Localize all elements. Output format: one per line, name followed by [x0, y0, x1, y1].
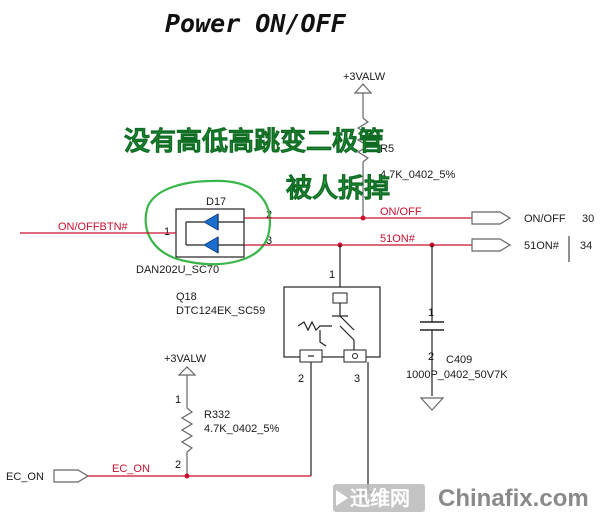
resistor-r5: R5 4.7K_0402_5%: [356, 117, 455, 221]
offpage-onoff-page: 30: [582, 213, 594, 225]
offpage-ec-on-label: EC_ON: [6, 471, 44, 483]
r332-pin2: 2: [175, 459, 181, 471]
c409-ref: C409: [446, 354, 472, 366]
annotation-line2: 被人拆掉: [286, 174, 390, 204]
c409-value: 1000P_0402_50V7K: [406, 369, 508, 381]
offpage-onoff: ON/OFF 30: [471, 211, 594, 225]
top-power-rail: +3VALW: [343, 71, 386, 118]
net-onoffbtn: ON/OFFBTN#: [58, 221, 129, 233]
watermark-en: Chinafix.com: [438, 485, 589, 512]
offpage-51on: 51ON# 34: [471, 236, 592, 262]
q18-part: DTC124EK_SC59: [176, 305, 265, 317]
bottom-power-rail: +3VALW: [164, 353, 207, 408]
page-title: Power ON/OFF: [165, 9, 347, 38]
q18-pin2: 2: [298, 373, 304, 385]
resistor-r332: R332 4.7K_0402_5% 1 2: [175, 394, 279, 476]
q18-pin1: 1: [329, 269, 335, 281]
watermark: 迅维网 Chinafix.com: [333, 484, 589, 512]
d17-pin1: 1: [164, 226, 170, 238]
d17-pin3: 3: [266, 235, 272, 247]
highlight-ellipse: [144, 179, 272, 266]
net-51on: 51ON#: [380, 233, 416, 245]
r332-ref: R332: [204, 409, 230, 421]
offpage-51on-page: 34: [580, 240, 592, 252]
diode-d17: D17 DAN202U_SC70 1 2 3: [136, 196, 272, 276]
q18-pin3: 3: [354, 373, 360, 385]
offpage-onoff-label: ON/OFF: [524, 213, 566, 225]
offpage-ec-on: EC_ON: [6, 469, 90, 483]
d17-part: DAN202U_SC70: [136, 264, 219, 276]
r332-pin1: 1: [175, 394, 181, 406]
net-ec-on: EC_ON: [112, 463, 150, 475]
q18-ref: Q18: [176, 291, 197, 303]
r5-ref: R5: [380, 143, 394, 155]
top-power-label: +3VALW: [343, 71, 386, 83]
annotation-line1: 没有高低高跳变二极管: [124, 126, 384, 157]
r332-value: 4.7K_0402_5%: [204, 423, 279, 435]
capacitor-c409: 1 2 C409 1000P_0402_50V7K: [406, 245, 508, 411]
watermark-cn: 迅维网: [350, 486, 410, 510]
bottom-power-label: +3VALW: [164, 353, 207, 365]
watermark-logo-icon: [336, 490, 348, 506]
c409-pin1: 1: [428, 307, 434, 319]
net-onoff: ON/OFF: [380, 206, 422, 218]
d17-ref: D17: [206, 196, 226, 208]
c409-ground-icon: [419, 397, 445, 411]
offpage-51on-label: 51ON#: [524, 240, 560, 252]
r5-value: 4.7K_0402_5%: [380, 169, 455, 181]
c409-pin2: 2: [428, 351, 434, 363]
